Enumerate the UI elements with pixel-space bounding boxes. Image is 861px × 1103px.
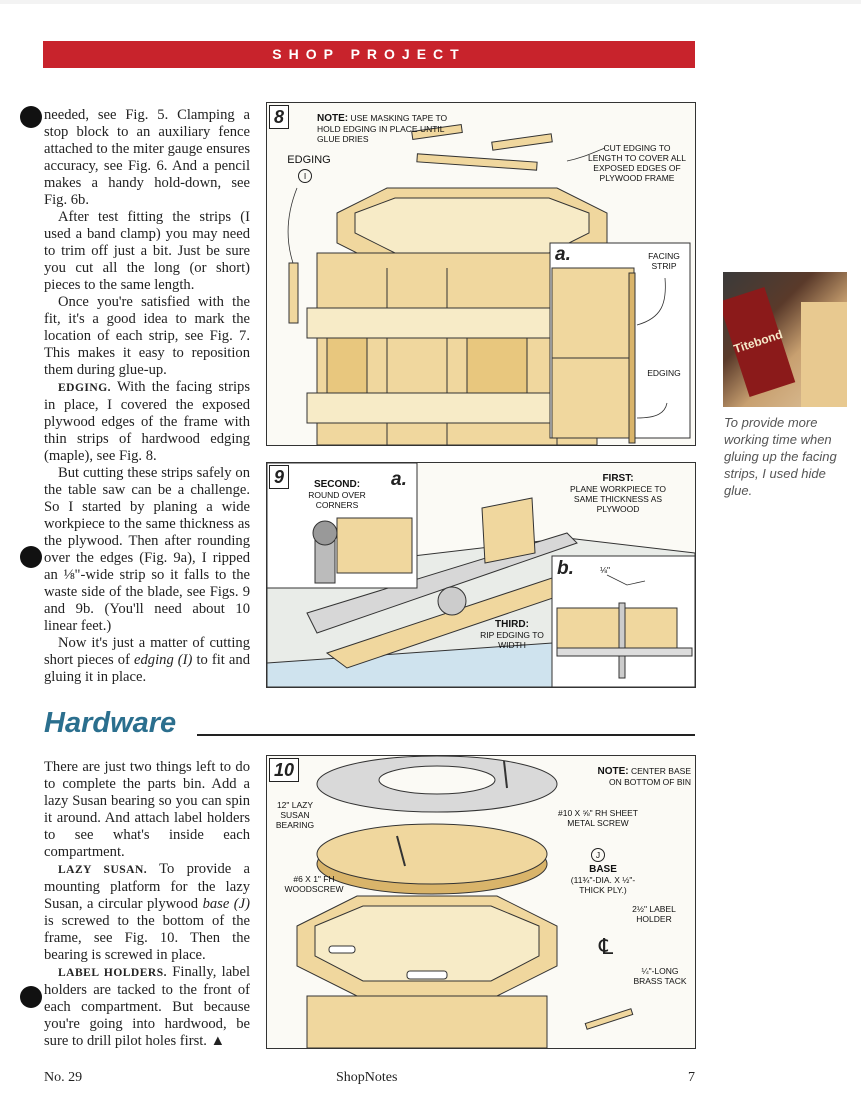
paragraph: LAZY SUSAN. To provide a mounting platfo… <box>44 861 250 964</box>
inset-edging-label: EDGING <box>647 368 681 378</box>
paragraph: needed, see Fig. 5. Clamping a stop bloc… <box>44 107 250 208</box>
base-label: BASE(11¾"-DIA. x ½"-THICK PLY.) <box>563 864 643 896</box>
paragraph: But cutting these strips safely on the t… <box>44 465 250 634</box>
leader-line <box>566 147 606 162</box>
edging-strips <box>288 123 553 324</box>
figure-9: 9 SECOND:ROUND OVER CORNERS a. FIRST:PLA… <box>266 462 696 688</box>
note-head: NOTE: <box>317 113 349 124</box>
part-callout-j: J <box>591 848 605 862</box>
top-edge <box>0 0 861 4</box>
lazy-susan-bearing <box>316 756 558 813</box>
figure-9a-inset <box>267 463 418 589</box>
glue-photo: Titebond <box>723 272 847 407</box>
paragraph-text: To provide a mounting platform for the l… <box>44 861 250 912</box>
woodscrew-part <box>396 835 406 867</box>
note-body: CENTER BASE ON BOTTOM OF BIN <box>608 766 691 787</box>
figure-8-inset <box>549 242 691 444</box>
leader-line <box>636 277 666 326</box>
end-mark-icon: ▲ <box>210 1033 226 1049</box>
figure-9b-inset <box>551 555 695 687</box>
inset-label-b: b. <box>557 558 574 579</box>
step-body: RIP EDGING TO WIDTH <box>480 630 544 650</box>
paragraph-text: is screwed to the bottom of the frame, s… <box>44 913 250 963</box>
paragraph-text: With the facing strips in place, I cover… <box>44 379 250 464</box>
label-holder-part <box>584 1008 634 1030</box>
brass-tack-label: ¼"-LONG BRASS TACK <box>633 966 687 986</box>
first-step-label: FIRST:PLANE WORKPIECE TO SAME THICKNESS … <box>563 473 673 515</box>
binder-hole-top <box>20 106 42 128</box>
figure-number: 9 <box>269 465 290 489</box>
edging-label: EDGING <box>287 154 331 166</box>
step-head: THIRD: <box>495 619 529 630</box>
article-column: needed, see Fig. 5. Clamping a stop bloc… <box>44 107 250 686</box>
part-reference: edging (I) <box>134 652 193 668</box>
hardware-column: There are just two things left to do to … <box>44 759 250 1050</box>
leader-line <box>287 187 298 264</box>
binder-hole-middle <box>20 546 42 568</box>
heading-rule <box>197 734 695 736</box>
paragraph: Now it's just a matter of cutting short … <box>44 635 250 686</box>
step-body: PLANE WORKPIECE TO SAME THICKNESS AS PLY… <box>569 484 667 514</box>
section-heading: Hardware <box>44 707 177 739</box>
paragraph: EDGING. With the facing strips in place,… <box>44 379 250 465</box>
dimension-label: ⅛" <box>599 565 611 575</box>
third-step-label: THIRD:RIP EDGING TO WIDTH <box>477 619 547 651</box>
cut-edging-label: CUT EDGING TO LENGTH TO COVER ALL EXPOSE… <box>588 143 686 183</box>
note-body: USE MASKING TAPE TO HOLD EDGING IN PLACE… <box>317 113 448 144</box>
figure-9-drawing <box>267 463 695 687</box>
part-reference: base (J) <box>202 896 250 912</box>
part-callout-i: I <box>298 169 312 183</box>
wood-block <box>801 302 847 407</box>
paragraph: There are just two things left to do to … <box>44 759 250 860</box>
centerline-symbol: ℄ <box>599 934 614 959</box>
dimension-line <box>606 574 646 586</box>
run-in-head: LABEL HOLDERS. <box>58 967 167 979</box>
inset-label: a. <box>555 244 571 265</box>
glue-bottle: Titebond <box>723 287 796 397</box>
section-banner: SHOP PROJECT <box>43 41 695 68</box>
lazy-susan-label: 12" LAZY SUSAN BEARING <box>275 800 315 830</box>
run-in-head: EDGING. <box>58 382 112 394</box>
paragraph-text: Now it's just a matter of cutting short … <box>44 635 250 668</box>
figure-number: 8 <box>269 105 290 129</box>
figure-10-drawing <box>296 756 634 1048</box>
note-head: NOTE: <box>597 766 629 777</box>
figure-8-drawing <box>287 123 691 445</box>
second-step-label: SECOND:ROUND OVER CORNERS <box>297 479 377 511</box>
paragraph: After test fitting the strips (I used a … <box>44 209 250 293</box>
run-in-head: LAZY SUSAN. <box>58 864 148 876</box>
binder-hole-bottom <box>20 986 42 1008</box>
page-number: 7 <box>688 1070 695 1085</box>
photo-caption: To provide more working time when gluing… <box>724 415 837 498</box>
paragraph-text: to fit and gluing it in place. <box>44 652 250 685</box>
base-head: BASE <box>589 864 617 875</box>
woodscrew-label: #6 x 1" Fh WOODSCREW <box>284 874 344 894</box>
paragraph: LABEL HOLDERS. Finally, label holders ar… <box>44 964 250 1050</box>
label-holder-label: 2½" LABEL HOLDER <box>632 904 676 924</box>
base-body: (11¾"-DIA. x ½"-THICK PLY.) <box>570 875 636 895</box>
paragraph: Once you're satisfied with the fit, it's… <box>44 294 250 378</box>
sheet-metal-screw-label: #10 x ⅝" Rh SHEET METAL SCREW <box>557 808 639 828</box>
step-body: ROUND OVER CORNERS <box>308 490 366 510</box>
sheet-metal-screw-part <box>503 760 508 789</box>
paragraph-text: Finally, label holders are tacked to the… <box>44 964 251 1049</box>
step-head: SECOND: <box>313 479 361 490</box>
figure-note: NOTE: USE MASKING TAPE TO HOLD EDGING IN… <box>317 113 467 144</box>
figure-number: 10 <box>269 758 300 782</box>
figure-note: NOTE: CENTER BASE ON BOTTOM OF BIN <box>593 766 691 787</box>
bin-top <box>296 895 558 1048</box>
facing-strip-label: FACING STRIP <box>648 251 680 271</box>
figure-10: 10 NOTE: CENTER BASE ON BOTTOM OF BIN 12… <box>266 755 696 1049</box>
magazine-name: ShopNotes <box>336 1070 398 1085</box>
step-head: FIRST: <box>602 473 634 484</box>
figure-8: 8 NOTE: USE MASKING TAPE TO HOLD EDGING … <box>266 102 696 446</box>
base-disc <box>316 823 548 895</box>
issue-number: No. 29 <box>44 1070 83 1085</box>
inset-label-a: a. <box>391 469 407 490</box>
leader-line <box>636 402 668 419</box>
